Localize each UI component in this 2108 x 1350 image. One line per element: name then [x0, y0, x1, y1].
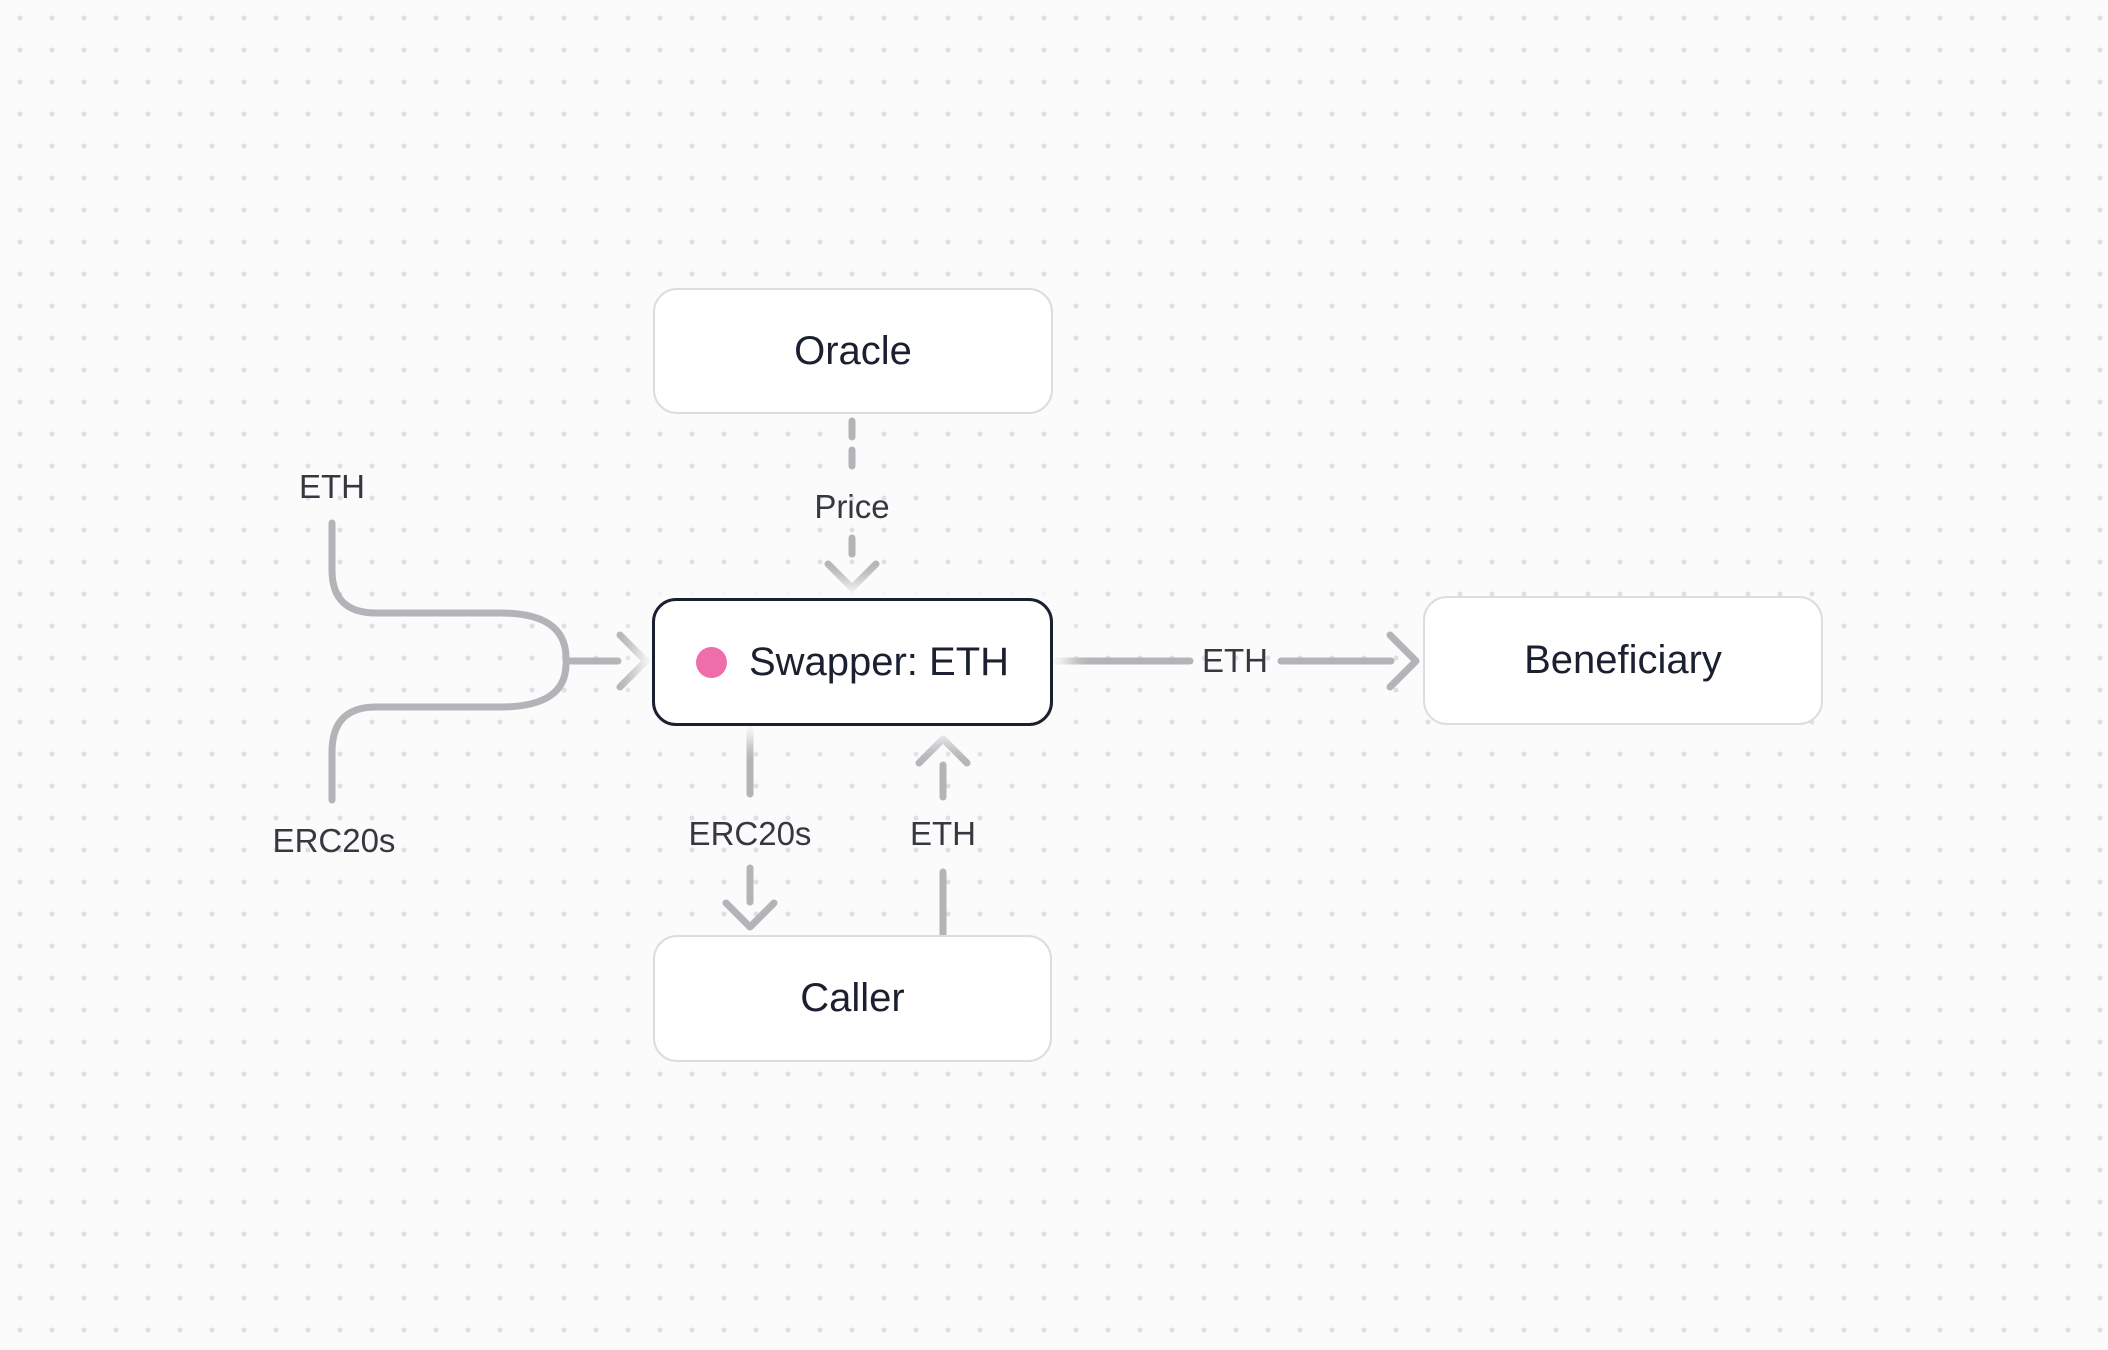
- edge-merged-inputs: [328, 519, 650, 804]
- erc20s-input-curve: [328, 660, 570, 804]
- node-oracle[interactable]: Oracle: [653, 288, 1053, 414]
- edge-label-eth-output: ETH: [1202, 642, 1268, 679]
- status-dot-icon: [695, 646, 727, 678]
- eth-up-arrowhead-up-icon: [915, 735, 971, 767]
- node-caller[interactable]: Caller: [653, 935, 1052, 1062]
- node-swapper-label: Swapper: ETH: [748, 639, 1010, 684]
- edge-label-eth-up: ETH: [910, 815, 976, 852]
- price-arrowhead-down-icon: [824, 560, 880, 592]
- edge-label-eth-input: ETH: [299, 468, 365, 505]
- node-beneficiary[interactable]: Beneficiary: [1423, 596, 1823, 725]
- edge-erc20s-down: [722, 725, 778, 931]
- erc20s-down-arrowhead-down-icon: [722, 899, 778, 931]
- node-caller-label: Caller: [800, 976, 905, 1020]
- node-beneficiary-label: Beneficiary: [1524, 638, 1722, 682]
- node-swapper[interactable]: Swapper: ETH: [652, 598, 1053, 726]
- edge-eth-out: [1052, 631, 1420, 691]
- edge-eth-up: [915, 735, 971, 940]
- merged-input-arrowhead-right-icon: [616, 631, 650, 691]
- edge-label-price: Price: [814, 488, 890, 525]
- edge-label-erc20s-down: ERC20s: [688, 815, 812, 852]
- eth-input-curve: [328, 519, 570, 662]
- eth-out-arrowhead-right-icon: [1386, 631, 1420, 691]
- node-oracle-label: Oracle: [794, 328, 912, 373]
- edge-label-erc20s-input: ERC20s: [272, 822, 396, 859]
- edge-price: [824, 417, 880, 592]
